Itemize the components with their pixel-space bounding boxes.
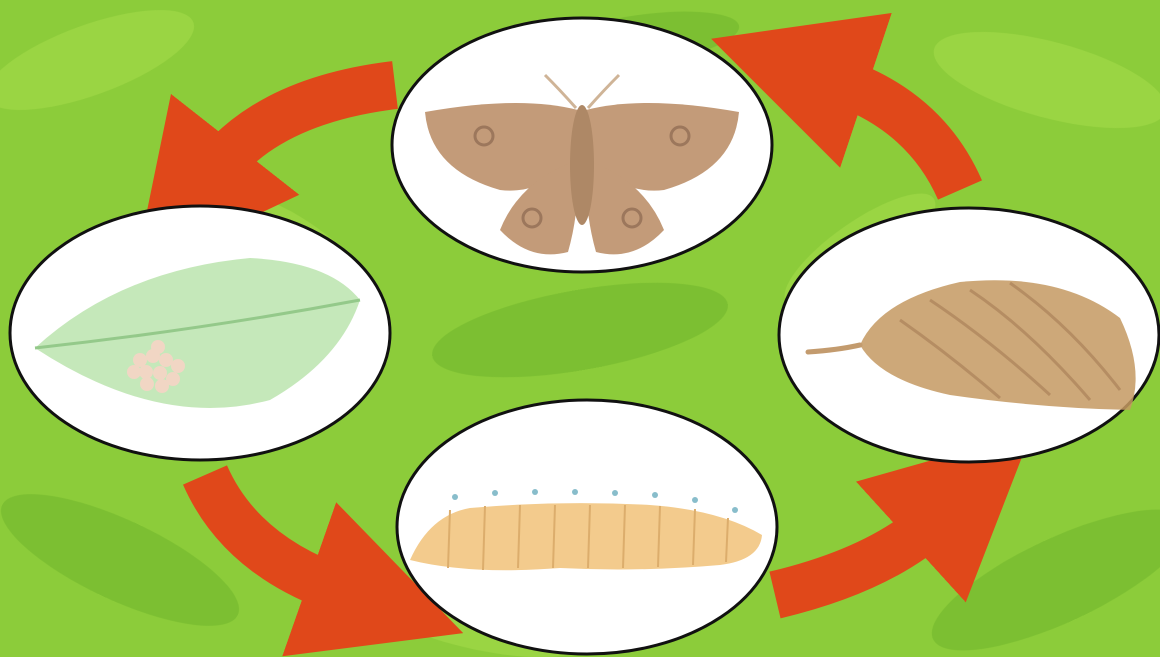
stage-larva <box>397 400 777 654</box>
stage-eggs <box>10 206 390 460</box>
stage-adult <box>392 18 772 272</box>
stage-pupa <box>779 208 1159 462</box>
